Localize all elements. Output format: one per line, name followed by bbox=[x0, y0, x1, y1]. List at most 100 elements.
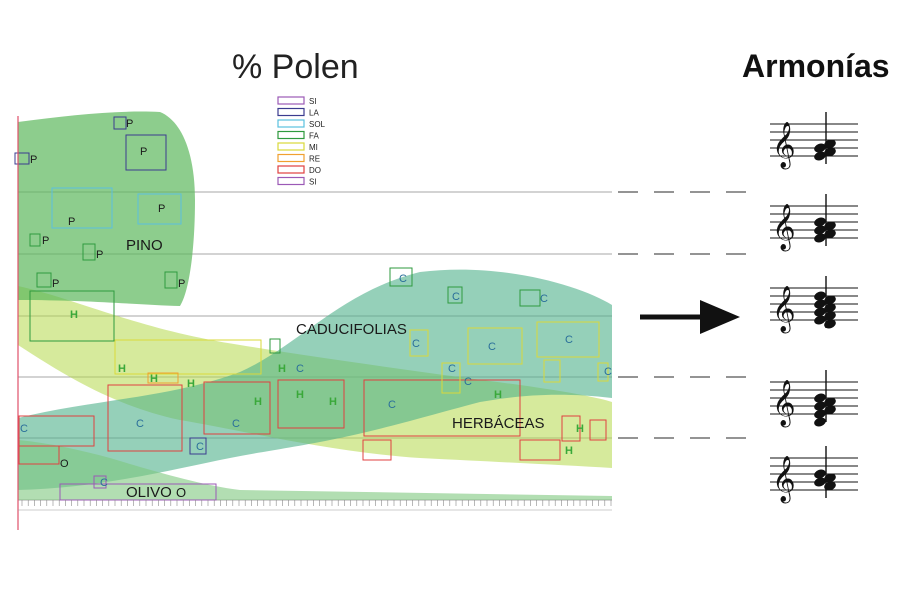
legend-swatch bbox=[277, 142, 305, 151]
sample-box bbox=[14, 152, 30, 165]
note-head bbox=[814, 469, 826, 479]
legend-swatch bbox=[277, 130, 305, 140]
marker-c: C bbox=[399, 273, 407, 285]
treble-clef-icon: 𝄞 bbox=[772, 286, 796, 334]
note-head bbox=[824, 147, 836, 157]
legend-swatch bbox=[277, 96, 305, 105]
legend-label: MI bbox=[309, 143, 318, 152]
marker-c: C bbox=[412, 338, 420, 350]
sample-box bbox=[362, 439, 392, 461]
pino-markers: P P P P P P P P P bbox=[30, 118, 185, 290]
marker-c: C bbox=[296, 363, 304, 375]
marker-h: H bbox=[576, 423, 584, 435]
marker-h: H bbox=[118, 363, 126, 375]
marker-h: H bbox=[329, 396, 337, 408]
marker-h: H bbox=[278, 363, 286, 375]
sample-box bbox=[93, 475, 107, 489]
sample-box bbox=[29, 233, 41, 247]
marker-c: C bbox=[488, 341, 496, 353]
note-head bbox=[824, 139, 836, 149]
legend-label: SI bbox=[309, 178, 317, 187]
marker-p: P bbox=[178, 278, 185, 290]
sample-box bbox=[125, 134, 167, 171]
marker-p: P bbox=[42, 235, 49, 247]
sample-box bbox=[189, 437, 207, 455]
sample-box bbox=[107, 384, 183, 452]
marker-c: C bbox=[136, 418, 144, 430]
sample-box bbox=[519, 439, 561, 461]
sample-box bbox=[36, 272, 52, 288]
marker-o: O bbox=[60, 458, 69, 470]
marker-c: C bbox=[448, 363, 456, 375]
note-head bbox=[824, 229, 836, 239]
marker-c: C bbox=[565, 334, 573, 346]
marker-p: P bbox=[158, 203, 165, 215]
note-head bbox=[814, 151, 826, 161]
note-head bbox=[814, 393, 826, 403]
note-head bbox=[814, 225, 826, 235]
marker-h: H bbox=[150, 373, 158, 385]
marker-p: P bbox=[126, 118, 133, 130]
note-head bbox=[814, 477, 826, 487]
sample-box bbox=[51, 187, 113, 229]
legend-label: SOL bbox=[309, 120, 326, 129]
sample-box bbox=[114, 339, 262, 375]
legend-label: FA bbox=[309, 132, 319, 141]
note-head bbox=[824, 397, 836, 407]
dashed-connectors bbox=[618, 191, 760, 439]
marker-p: P bbox=[140, 146, 147, 158]
sample-box bbox=[113, 116, 127, 130]
legend-label: SI bbox=[309, 97, 317, 106]
marker-h: H bbox=[254, 396, 262, 408]
sample-box bbox=[441, 362, 461, 394]
marker-c: C bbox=[388, 399, 396, 411]
sample-box bbox=[536, 321, 600, 358]
sample-box bbox=[18, 445, 60, 465]
marker-c: C bbox=[452, 291, 460, 303]
sample-box bbox=[137, 193, 182, 225]
marker-c: C bbox=[464, 376, 472, 388]
treble-clef-icon: 𝄞 bbox=[772, 380, 796, 428]
sample-boxes bbox=[14, 116, 609, 501]
pollen-title: % Polen bbox=[232, 48, 359, 86]
note-head bbox=[814, 307, 826, 317]
chord-column: 𝄞𝄞𝄞𝄞𝄞 bbox=[770, 112, 858, 504]
olivo-label: OLIVO bbox=[126, 484, 172, 501]
note-head bbox=[814, 291, 826, 301]
marker-c: C bbox=[604, 366, 612, 378]
note-head bbox=[814, 217, 826, 227]
note-head bbox=[814, 143, 826, 153]
note-head bbox=[824, 405, 836, 415]
olivo-band bbox=[18, 440, 612, 500]
sample-box bbox=[203, 381, 271, 435]
sample-box bbox=[277, 379, 345, 429]
note-head bbox=[824, 481, 836, 491]
marker-p: P bbox=[68, 216, 75, 228]
marker-h: H bbox=[70, 309, 78, 321]
sample-box bbox=[589, 419, 607, 441]
note-head bbox=[814, 299, 826, 309]
caducifolias-label: CADUCIFOLIAS bbox=[296, 321, 407, 338]
note-head bbox=[824, 295, 836, 305]
pino-label: PINO bbox=[126, 237, 163, 254]
olivo-markers: O bbox=[60, 458, 69, 470]
sample-box bbox=[389, 267, 413, 287]
sample-box bbox=[561, 415, 581, 442]
note-head bbox=[814, 409, 826, 419]
chord: 𝄞 bbox=[770, 112, 858, 170]
marker-h: H bbox=[187, 378, 195, 390]
legend-swatch bbox=[277, 153, 305, 163]
note-head bbox=[824, 473, 836, 483]
chord: 𝄞 bbox=[770, 194, 858, 252]
sample-box bbox=[164, 271, 178, 289]
legend-swatch bbox=[277, 119, 305, 128]
caducifolias-markers: C C C C C C C C C C C C C C C C bbox=[20, 273, 612, 489]
sample-box bbox=[269, 338, 281, 354]
note-head bbox=[824, 311, 836, 321]
marker-c: C bbox=[196, 441, 204, 453]
legend-label: RE bbox=[309, 155, 320, 164]
marker-c: C bbox=[232, 418, 240, 430]
sample-box bbox=[59, 483, 217, 501]
sample-box bbox=[409, 329, 429, 357]
